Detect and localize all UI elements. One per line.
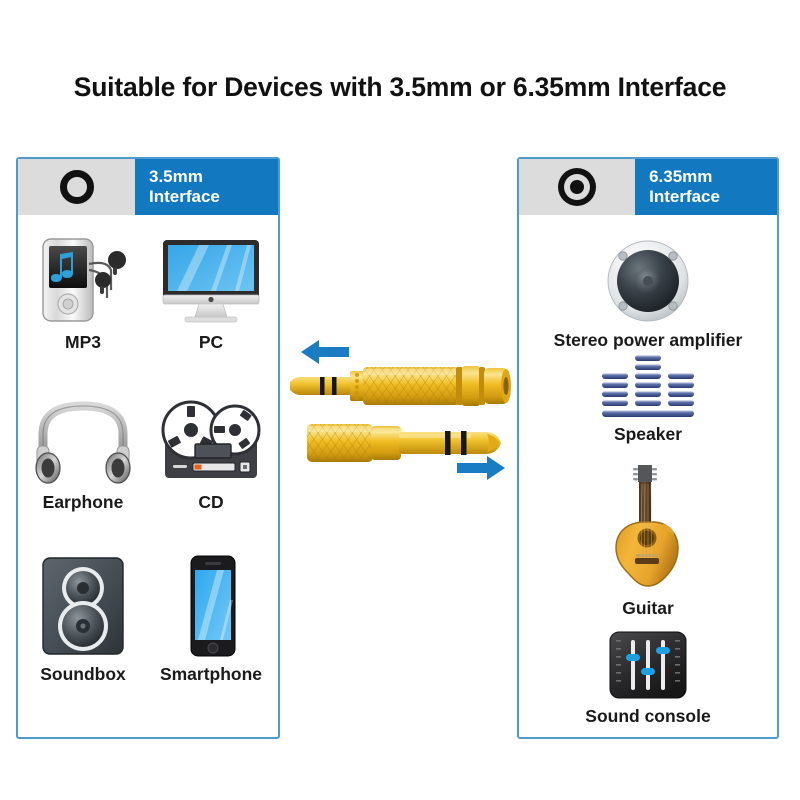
device-item-earphone: Earphone — [20, 394, 146, 513]
header-label-cell-right: 6.35mm Interface — [635, 159, 777, 215]
device-label-soundbox: Soundbox — [40, 664, 126, 684]
header-label-line2: Interface — [649, 187, 720, 206]
device-item-mp3: MP3 — [20, 234, 146, 353]
device-label-smartphone: Smartphone — [159, 664, 263, 684]
jack-ring-icon — [59, 170, 94, 204]
panel-header-6.35mm: 6.35mm Interface — [519, 159, 777, 215]
device-item-pc: PC — [148, 234, 274, 353]
device-label-console: Sound console — [585, 706, 711, 726]
adapter-3.5mm-male-to-6.35mm-female — [288, 358, 512, 419]
header-icon-cell-right — [519, 159, 636, 215]
smartphone-icon — [171, 554, 251, 658]
jack-bullseye-icon — [558, 168, 597, 206]
header-label-line1: 3.5mm — [149, 166, 203, 186]
device-label-speaker: Speaker — [613, 424, 683, 444]
device-label-amp: Stereo power amplifier — [553, 330, 743, 350]
headphones-icon — [29, 394, 137, 486]
device-item-guitar: Guitar — [519, 464, 777, 619]
page-title: Suitable for Devices with 3.5mm or 6.35m… — [73, 72, 727, 102]
device-item-amp: Stereo power amplifier — [519, 238, 777, 351]
panel-header-3.5mm: 3.5mm Interface — [18, 159, 278, 215]
arrow-right-icon — [455, 453, 507, 483]
header-icon-cell-left — [18, 159, 135, 215]
device-label-guitar: Guitar — [622, 598, 674, 618]
header-label-cell-left: 3.5mm Interface — [135, 159, 278, 215]
acoustic-guitar-icon — [605, 464, 691, 592]
mixer-faders-icon — [606, 630, 690, 700]
device-item-soundbox: Soundbox — [20, 554, 146, 685]
panel-6.35mm: 6.35mm Interface — [517, 157, 779, 739]
header-label-line1: 6.35mm — [649, 166, 713, 186]
mp3-player-icon — [29, 234, 137, 326]
panel-3.5mm: 3.5mm Interface — [16, 157, 280, 739]
adapter-3.5mm-female-to-6.35mm-male — [305, 415, 525, 476]
device-label-earphone: Earphone — [42, 492, 124, 512]
device-item-console: Sound console — [519, 630, 777, 727]
desktop-monitor-icon — [155, 234, 267, 326]
speaker-cabinet-icon — [33, 554, 133, 658]
speaker-driver-icon — [604, 238, 692, 324]
device-item-cd: CD — [148, 394, 274, 513]
device-label-pc: PC — [198, 332, 224, 352]
header-label-line2: Interface — [149, 187, 220, 206]
device-item-smartphone: Smartphone — [148, 554, 274, 685]
device-label-cd: CD — [198, 492, 224, 512]
tape-deck-icon — [155, 394, 267, 486]
device-item-speaker: Speaker — [519, 354, 777, 445]
device-label-mp3: MP3 — [65, 332, 101, 352]
equalizer-bars-icon — [594, 354, 702, 418]
arrow-left-icon — [299, 337, 351, 367]
